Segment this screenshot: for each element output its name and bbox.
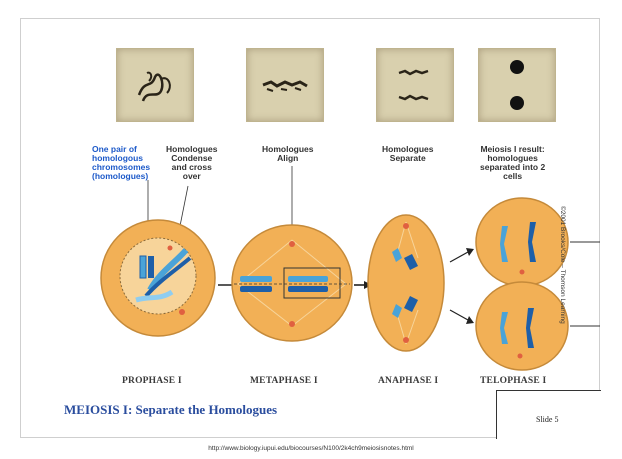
source-url: http://www.biology.iupui.edu/biocourses/… [0, 445, 622, 452]
phase-label-telophase: TELOPHASE I [480, 376, 546, 386]
phase-label-anaphase: ANAPHASE I [378, 376, 438, 386]
telophase-cells [476, 198, 600, 370]
arrow-up [450, 252, 468, 262]
copyright-credit: ©2001 Brooks/Cole – Thomson Learning [559, 206, 566, 324]
prophase-cell [101, 220, 215, 336]
slide-title: MEIOSIS I: Separate the Homologues [64, 402, 277, 418]
anaphase-cell [368, 215, 444, 351]
metaphase-cell [232, 225, 352, 341]
slide-number: Slide 5 [536, 415, 558, 424]
phase-label-prophase: PROPHASE I [122, 376, 182, 386]
arrow-down [450, 310, 468, 320]
phase-label-metaphase: METAPHASE I [250, 376, 318, 386]
